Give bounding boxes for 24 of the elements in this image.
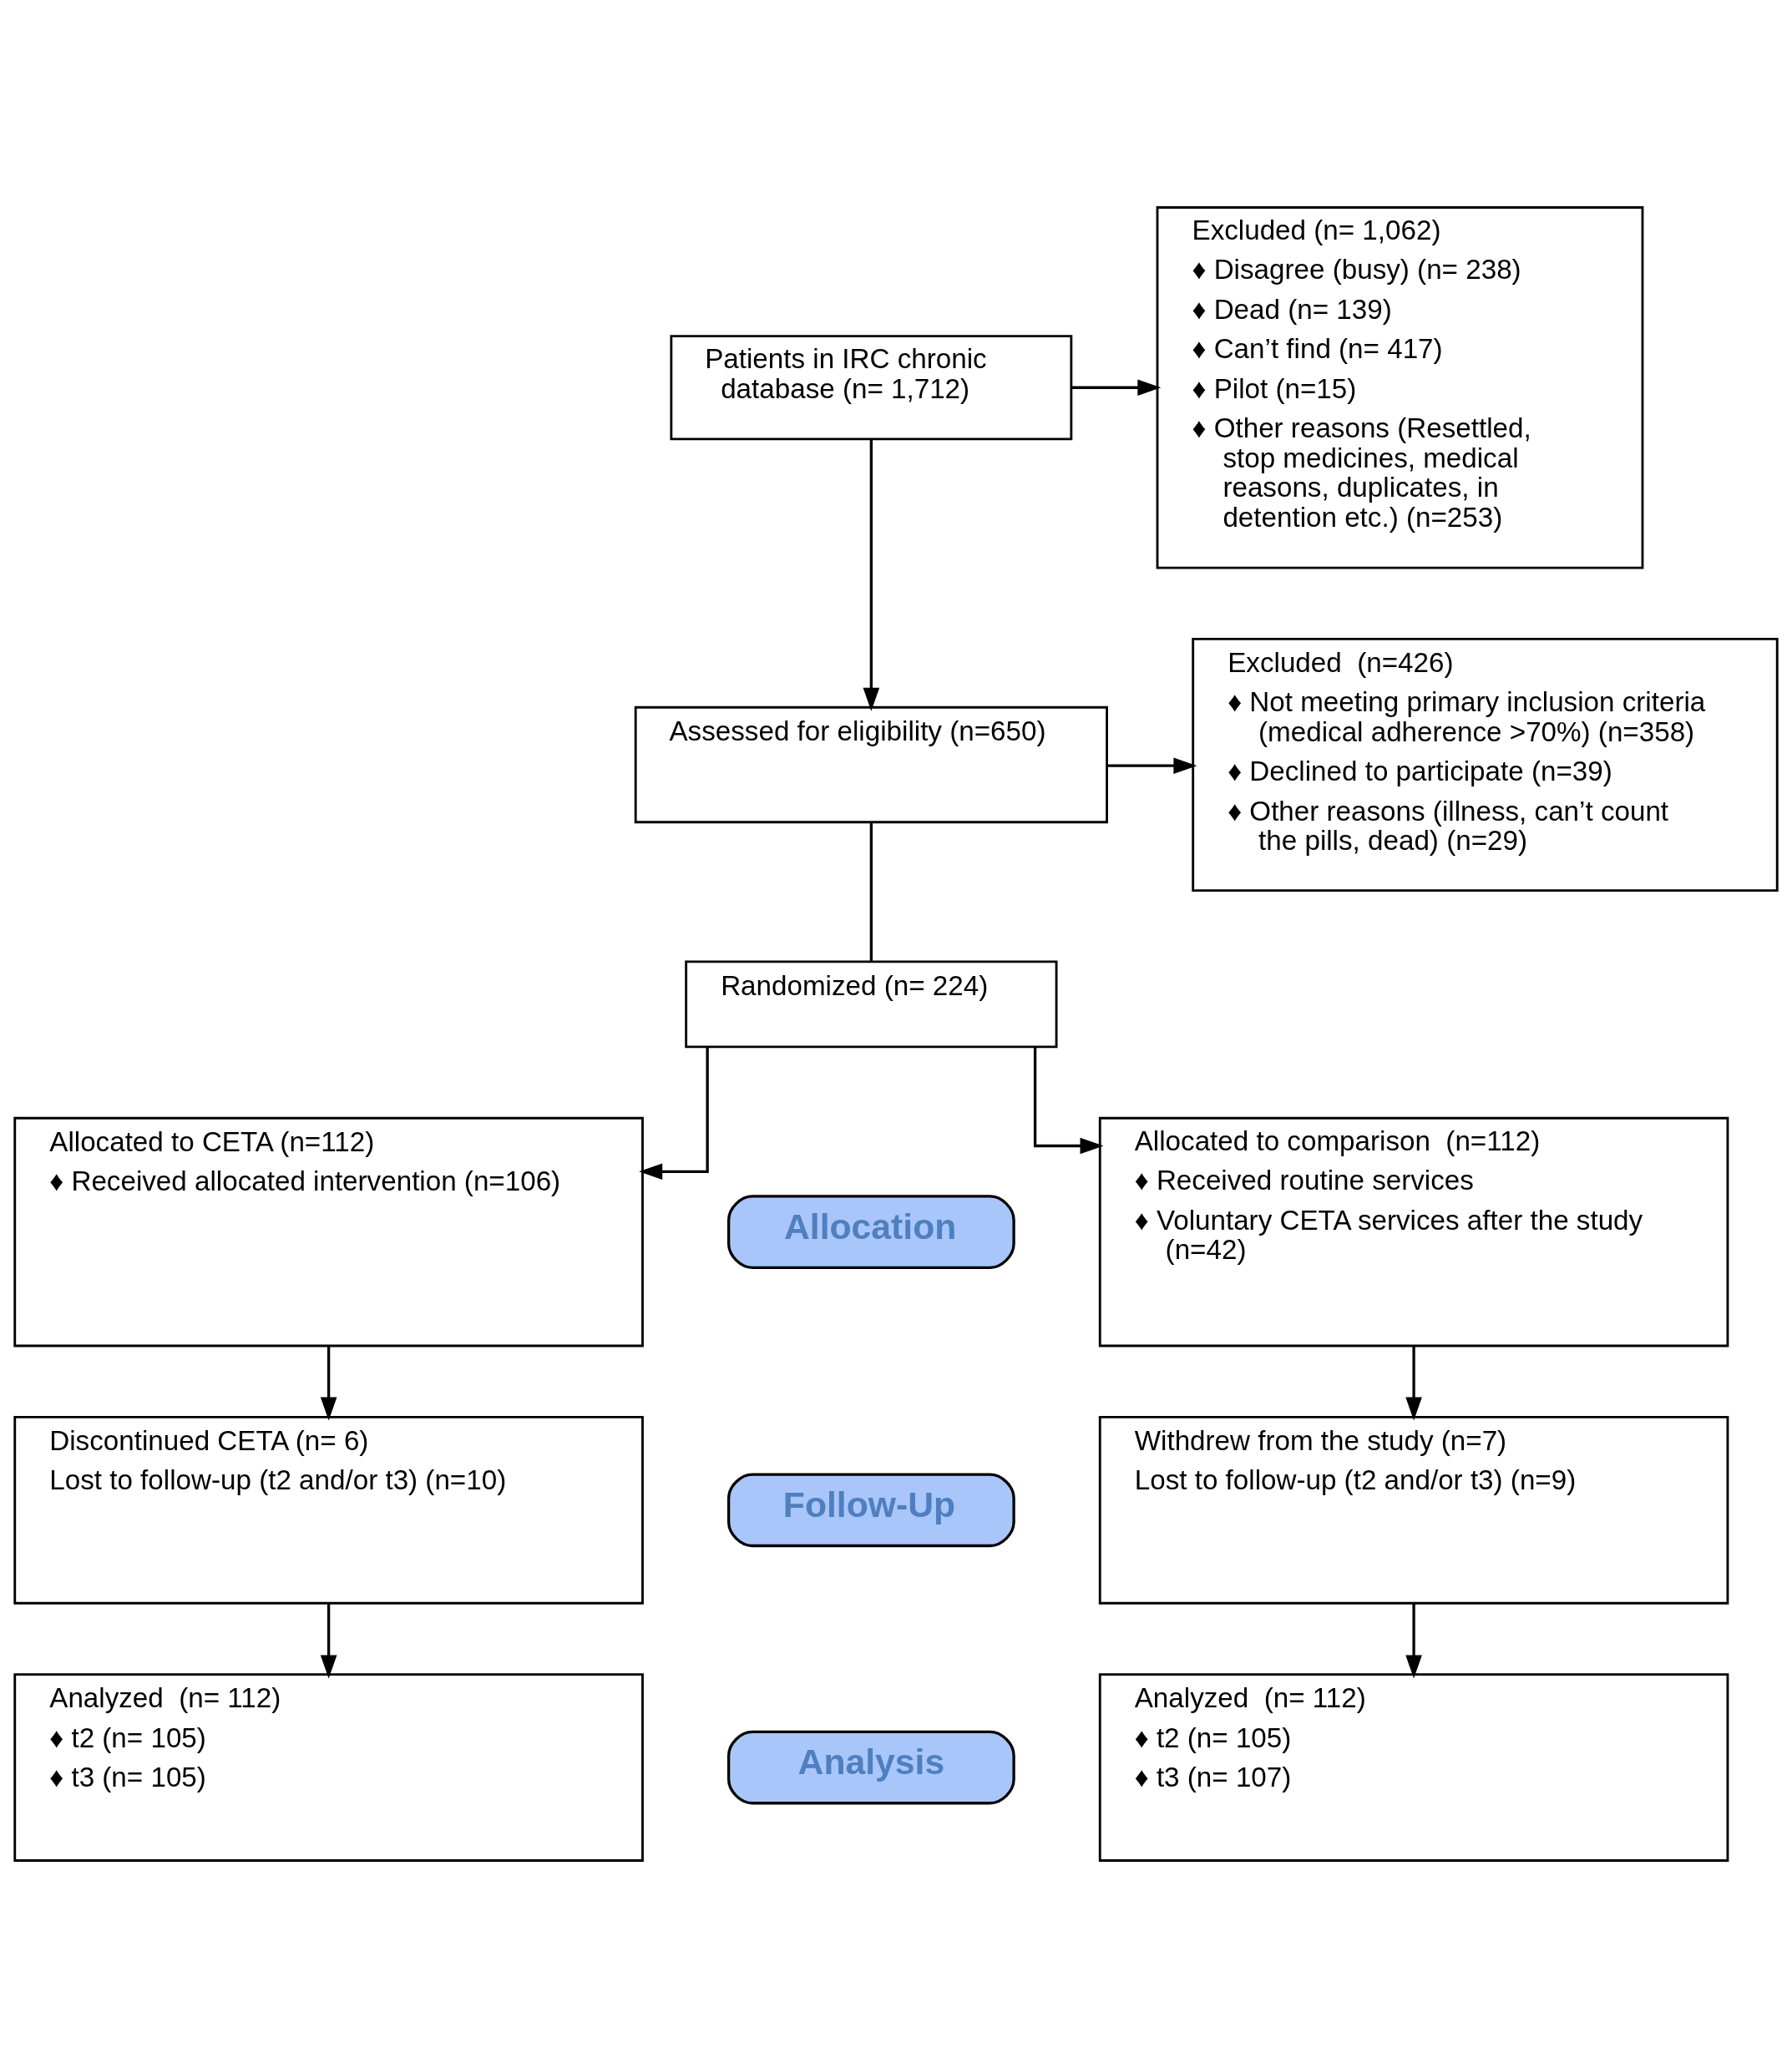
arrow: [320, 1603, 337, 1679]
node-box: Analyzed (n= 112) ♦ t2 (n= 105) ♦ t3 (n= 107): [1098, 1673, 1729, 1862]
arrow: [1033, 1047, 1104, 1155]
arrow: [1071, 379, 1162, 397]
arrow: [1405, 1603, 1422, 1679]
node-box: Analyzed (n= 112) ♦ t2 (n= 105) ♦ t3 (n= 105): [13, 1673, 644, 1862]
connector: [869, 822, 873, 962]
node-box: Follow-Up: [726, 1473, 1015, 1548]
arrow: [639, 1047, 709, 1181]
node-box: Analysis: [726, 1730, 1015, 1805]
node-box: Discontinued CETA (n= 6) Lost to follow-up (t2 and/or t3) (n=10): [13, 1415, 644, 1605]
node-box: Allocation: [726, 1195, 1015, 1269]
node-box: Excluded (n= 1,062) ♦ Disagree (busy) (n= 238) ♦ Dead (n= 139) ♦ Can’t find (n= 417) ♦ Pilot (n=15) ♦ Other reasons (Resettled, stop medicines, medical reasons, duplicates, in detention etc.) (n=253): [1156, 206, 1644, 569]
node-box: Randomized (n= 224): [685, 960, 1058, 1049]
arrow: [1107, 757, 1197, 774]
arrow: [863, 439, 880, 711]
node-box: Assessed for eligibility (n=650): [634, 705, 1108, 824]
node-box: Allocated to CETA (n=112) ♦ Received allocated intervention (n=106): [13, 1116, 644, 1347]
arrow: [320, 1346, 337, 1421]
arrow: [1405, 1346, 1422, 1421]
node-box: Allocated to comparison (n=112) ♦ Received routine services ♦ Voluntary CETA services after the study (n=42): [1098, 1116, 1729, 1347]
node-box: Patients in IRC chronic database (n= 1,712): [670, 335, 1073, 441]
node-box: Excluded (n=426) ♦ Not meeting primary inclusion criteria (medical adherence >70%) (n=358) ♦ Declined to participate (n=39) ♦ Other reasons (illness, can’t count the pills, dead) (n=29): [1192, 638, 1779, 892]
node-box: Withdrew from the study (n=7) Lost to follow-up (t2 and/or t3) (n=9): [1098, 1415, 1729, 1605]
